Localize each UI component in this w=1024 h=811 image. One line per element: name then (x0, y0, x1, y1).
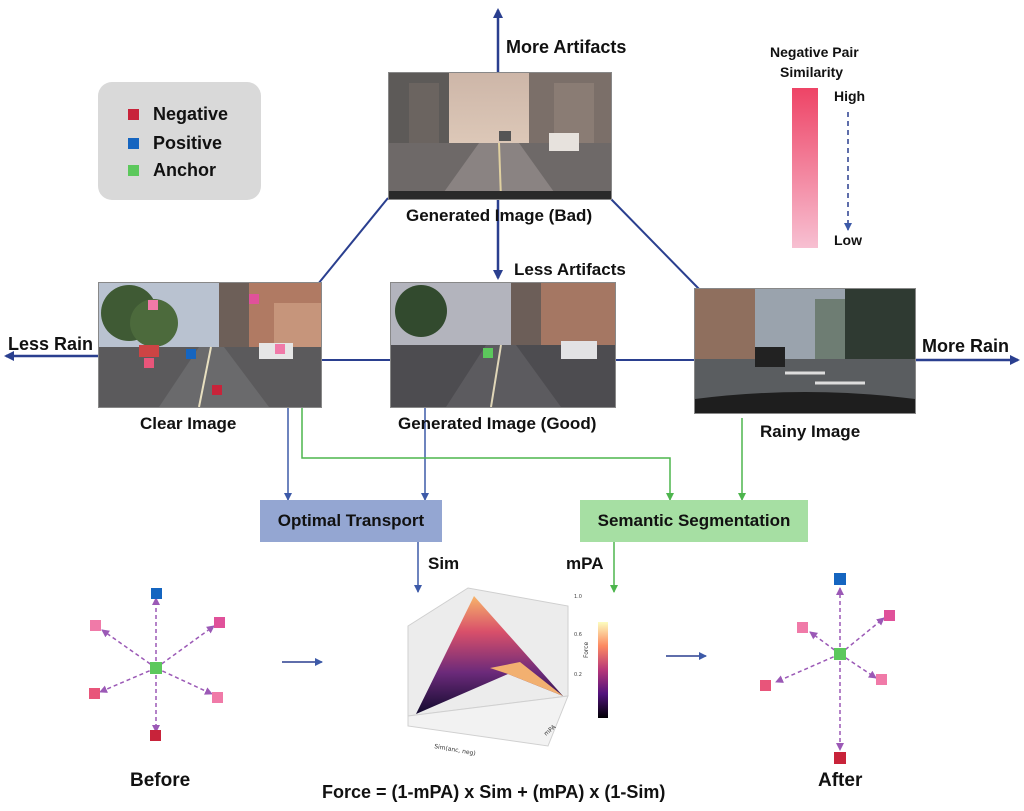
negative-sample-marker (249, 294, 259, 304)
legend-label: Anchor (153, 160, 216, 180)
positive-swatch (128, 138, 139, 149)
negative-sample-marker (275, 344, 285, 354)
before-cluster (89, 588, 225, 741)
plot-x-label: Sim(anc, neg) (434, 743, 476, 757)
less-artifacts-label: Less Artifacts (514, 260, 626, 279)
sim-label: Sim (428, 554, 460, 573)
legend-item-negative: Negative (128, 104, 228, 125)
connector-bad-clear (317, 197, 389, 285)
negative-sample-marker (212, 385, 222, 395)
optimal-transport-label: Optimal Transport (277, 511, 425, 530)
clear-image (98, 282, 322, 408)
anchor-swatch (128, 165, 139, 176)
semantic-segmentation-box: Semantic Segmentation (580, 500, 808, 542)
more-rain-label: More Rain (922, 336, 1010, 356)
negative-point (834, 752, 846, 764)
legend-label: Positive (153, 133, 223, 153)
generated-image-bad-caption: Generated Image (Bad) (406, 206, 593, 225)
positive-point (834, 573, 846, 585)
negative-point (760, 680, 771, 691)
generated-image-bad (388, 72, 612, 200)
plot-colorbar (598, 622, 608, 718)
connector-bad-rainy (609, 197, 701, 291)
rainy-image-caption: Rainy Image (760, 422, 861, 441)
generated-image-good-caption: Generated Image (Good) (398, 414, 597, 433)
mpa-label: mPA (566, 554, 604, 573)
before-label: Before (130, 770, 191, 791)
anchor-point (150, 662, 162, 674)
negative-sample-marker (144, 358, 154, 368)
positive-sample-marker (186, 349, 196, 359)
similarity-low-label: Low (834, 232, 862, 248)
negative-point (876, 674, 887, 685)
svg-text:0.2: 0.2 (574, 672, 582, 678)
force-surface-plot: 1.0 0.6 0.2 Force Sim(anc, neg) mPA (407, 587, 608, 757)
negative-point (212, 692, 223, 703)
more-artifacts-label: More Artifacts (506, 37, 627, 57)
svg-text:0.6: 0.6 (574, 632, 582, 638)
negative-point (214, 617, 225, 628)
after-cluster (760, 573, 895, 764)
negative-point (150, 730, 161, 741)
clear-image-caption: Clear Image (140, 414, 237, 433)
less-rain-label: Less Rain (8, 334, 94, 354)
legend-item-positive: Positive (128, 133, 222, 154)
generated-image-good (390, 282, 616, 408)
legend-label: Negative (153, 104, 229, 124)
clear-to-seg-line (301, 406, 674, 501)
rainy-image (694, 288, 916, 414)
negative-point (884, 610, 895, 621)
svg-text:1.0: 1.0 (574, 594, 582, 600)
similarity-gradient-bar (792, 88, 818, 248)
optimal-transport-box: Optimal Transport (260, 500, 442, 542)
anchor-sample-marker (483, 348, 493, 358)
legend: Negative Positive Anchor (98, 82, 261, 200)
legend-item-anchor: Anchor (128, 160, 216, 181)
negative-point (797, 622, 808, 633)
after-label: After (818, 770, 863, 791)
similarity-high-label: High (834, 88, 866, 104)
negative-point (90, 620, 101, 631)
negative-sample-marker (148, 300, 158, 310)
similarity-title-line2: Similarity (780, 64, 844, 80)
plot-z-label: Force (583, 641, 590, 658)
positive-point (151, 588, 162, 599)
negative-swatch (128, 109, 139, 120)
force-formula: Force = (1-mPA) x Sim + (mPA) x (1-Sim) (322, 782, 666, 802)
anchor-point (834, 648, 846, 660)
similarity-title-line1: Negative Pair (770, 44, 859, 60)
semantic-segmentation-label: Semantic Segmentation (597, 511, 791, 530)
negative-point (89, 688, 100, 699)
